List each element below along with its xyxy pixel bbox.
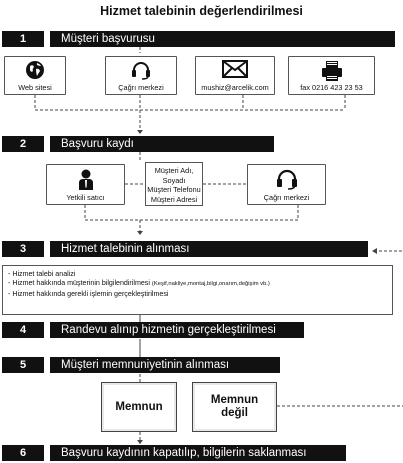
channel-email: mushiz@arcelik.com xyxy=(195,56,275,95)
customer-address-field: Müşteri Adresi xyxy=(150,194,198,204)
customer-name-field: Müşteri Adı, Soyadı xyxy=(154,166,194,185)
unsatisfied-box: Memnun değil xyxy=(192,382,277,432)
channel-label: mushiz@arcelik.com xyxy=(201,83,269,92)
satisfied-box: Memnun xyxy=(101,382,177,432)
customer-info-box: Müşteri Adı, Soyadı Müşteri Telefonu Müş… xyxy=(145,162,203,206)
headset-icon xyxy=(275,168,299,195)
step-number: 3 xyxy=(2,241,44,257)
dealer-label: Yetkili satıcı xyxy=(66,193,105,202)
request-item: - Hizmet hakkında müşterinin bilgilendir… xyxy=(8,279,270,288)
step-label: Başvuru kaydı xyxy=(50,136,274,152)
step-label: Başvuru kaydının kapatılıp, bilgilerin s… xyxy=(50,445,346,461)
step-label: Randevu alınıp hizmetin gerçekleştirilme… xyxy=(50,322,304,338)
unsatisfied-line-2: değil xyxy=(221,407,248,419)
channel-web: Web sitesi xyxy=(4,56,66,95)
channel-label: Çağrı merkezi xyxy=(118,83,164,92)
envelope-icon xyxy=(222,60,248,83)
step-number: 6 xyxy=(2,445,44,461)
request-item-note: (Keşif,nakliye,montaj,bilgi,onarım,değiş… xyxy=(151,281,270,288)
channel-fax: fax 0216 423 23 53 xyxy=(288,56,375,95)
step-label: Müşteri memnuniyetinin alınması xyxy=(50,357,280,373)
step-label: Hizmet talebinin alınması xyxy=(50,241,368,257)
step-number: 2 xyxy=(2,136,44,152)
call-center-label: Çağrı merkezi xyxy=(263,193,310,202)
registration-call-center: Çağrı merkezi xyxy=(247,164,326,205)
unsatisfied-line-1: Memnun xyxy=(210,394,259,406)
step-number: 4 xyxy=(2,322,44,338)
step-number: 5 xyxy=(2,357,44,373)
request-item: - Hizmet hakkında gerekli işlemin gerçek… xyxy=(8,289,169,298)
channel-call-center: Çağrı merkezi xyxy=(105,56,177,95)
customer-phone-field: Müşteri Telefonu xyxy=(147,185,201,195)
channel-label: fax 0216 423 23 53 xyxy=(300,83,363,92)
person-icon xyxy=(78,169,94,196)
diagram-title: Hizmet talebinin değerlendirilmesi xyxy=(100,4,303,18)
request-item: - Hizmet talebi analizi xyxy=(8,270,76,278)
fax-icon xyxy=(320,60,344,87)
headset-icon xyxy=(130,60,152,85)
registration-dealer: Yetkili satıcı xyxy=(46,164,125,205)
step-label: Müşteri başvurusu xyxy=(50,31,395,47)
globe-icon xyxy=(25,60,45,85)
step-number: 1 xyxy=(2,31,44,47)
request-items-box: - Hizmet talebi analizi - Hizmet hakkınd… xyxy=(2,265,393,315)
channel-label: Web sitesi xyxy=(18,83,52,92)
